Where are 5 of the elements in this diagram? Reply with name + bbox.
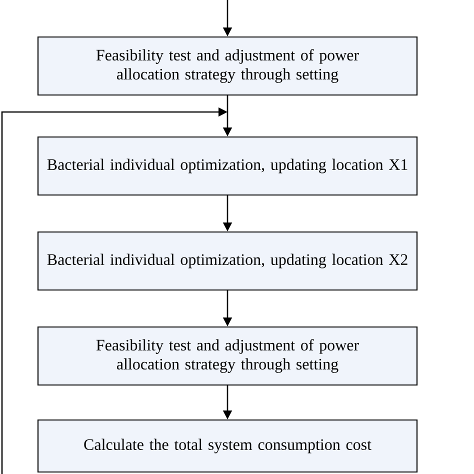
process-box: Bacterial individual optimization, updating location X2 bbox=[37, 231, 418, 291]
process-box: Calculate the total system consumption cost bbox=[37, 419, 418, 473]
process-box: Feasibility test and adjustment of power allocation strategy through setting bbox=[37, 326, 418, 386]
process-box: Feasibility test and adjustment of power allocation strategy through setting bbox=[37, 36, 418, 96]
process-box: Bacterial individual optimization, updating location X1 bbox=[37, 136, 418, 196]
